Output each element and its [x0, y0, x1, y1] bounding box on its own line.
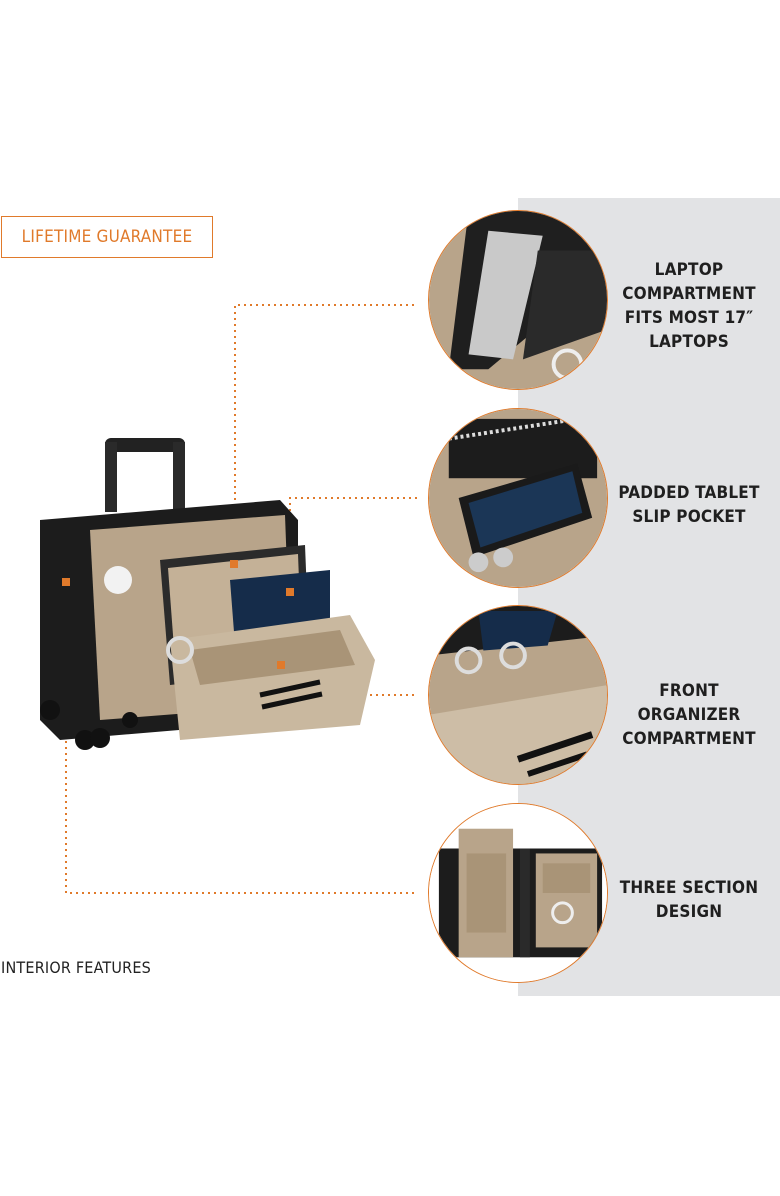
badge-label: LIFETIME GUARANTEE — [21, 227, 193, 247]
feature-line: FITS MOST 17″ — [624, 308, 754, 328]
lifetime-guarantee-badge: LIFETIME GUARANTEE — [1, 216, 213, 258]
feature-line: LAPTOPS — [649, 332, 729, 352]
feature-line: THREE SECTION — [619, 878, 759, 898]
feature-line: COMPARTMENT — [622, 284, 756, 304]
rolling-briefcase-image — [30, 420, 390, 770]
laptop-compartment-photo — [428, 210, 608, 390]
organizer-compartment-photo — [428, 605, 608, 785]
tablet-pocket-photo — [428, 408, 608, 588]
feature-line: SLIP POCKET — [632, 507, 746, 527]
feature-line: COMPARTMENT — [622, 729, 756, 749]
feature-line: DESIGN — [655, 902, 723, 922]
feature-label-laptop: LAPTOP COMPARTMENT FITS MOST 17″ LAPTOPS — [609, 258, 769, 354]
feature-label-organizer: FRONT ORGANIZER COMPARTMENT — [609, 679, 769, 751]
interior-features-title: INTERIOR FEATURES — [1, 958, 151, 977]
feature-line: FRONT ORGANIZER — [637, 681, 741, 725]
feature-label-tablet: PADDED TABLET SLIP POCKET — [609, 481, 769, 529]
feature-line: LAPTOP — [654, 260, 724, 280]
feature-label-three-section: THREE SECTION DESIGN — [609, 876, 769, 924]
feature-line: PADDED TABLET — [618, 483, 760, 503]
three-section-photo — [428, 803, 608, 983]
